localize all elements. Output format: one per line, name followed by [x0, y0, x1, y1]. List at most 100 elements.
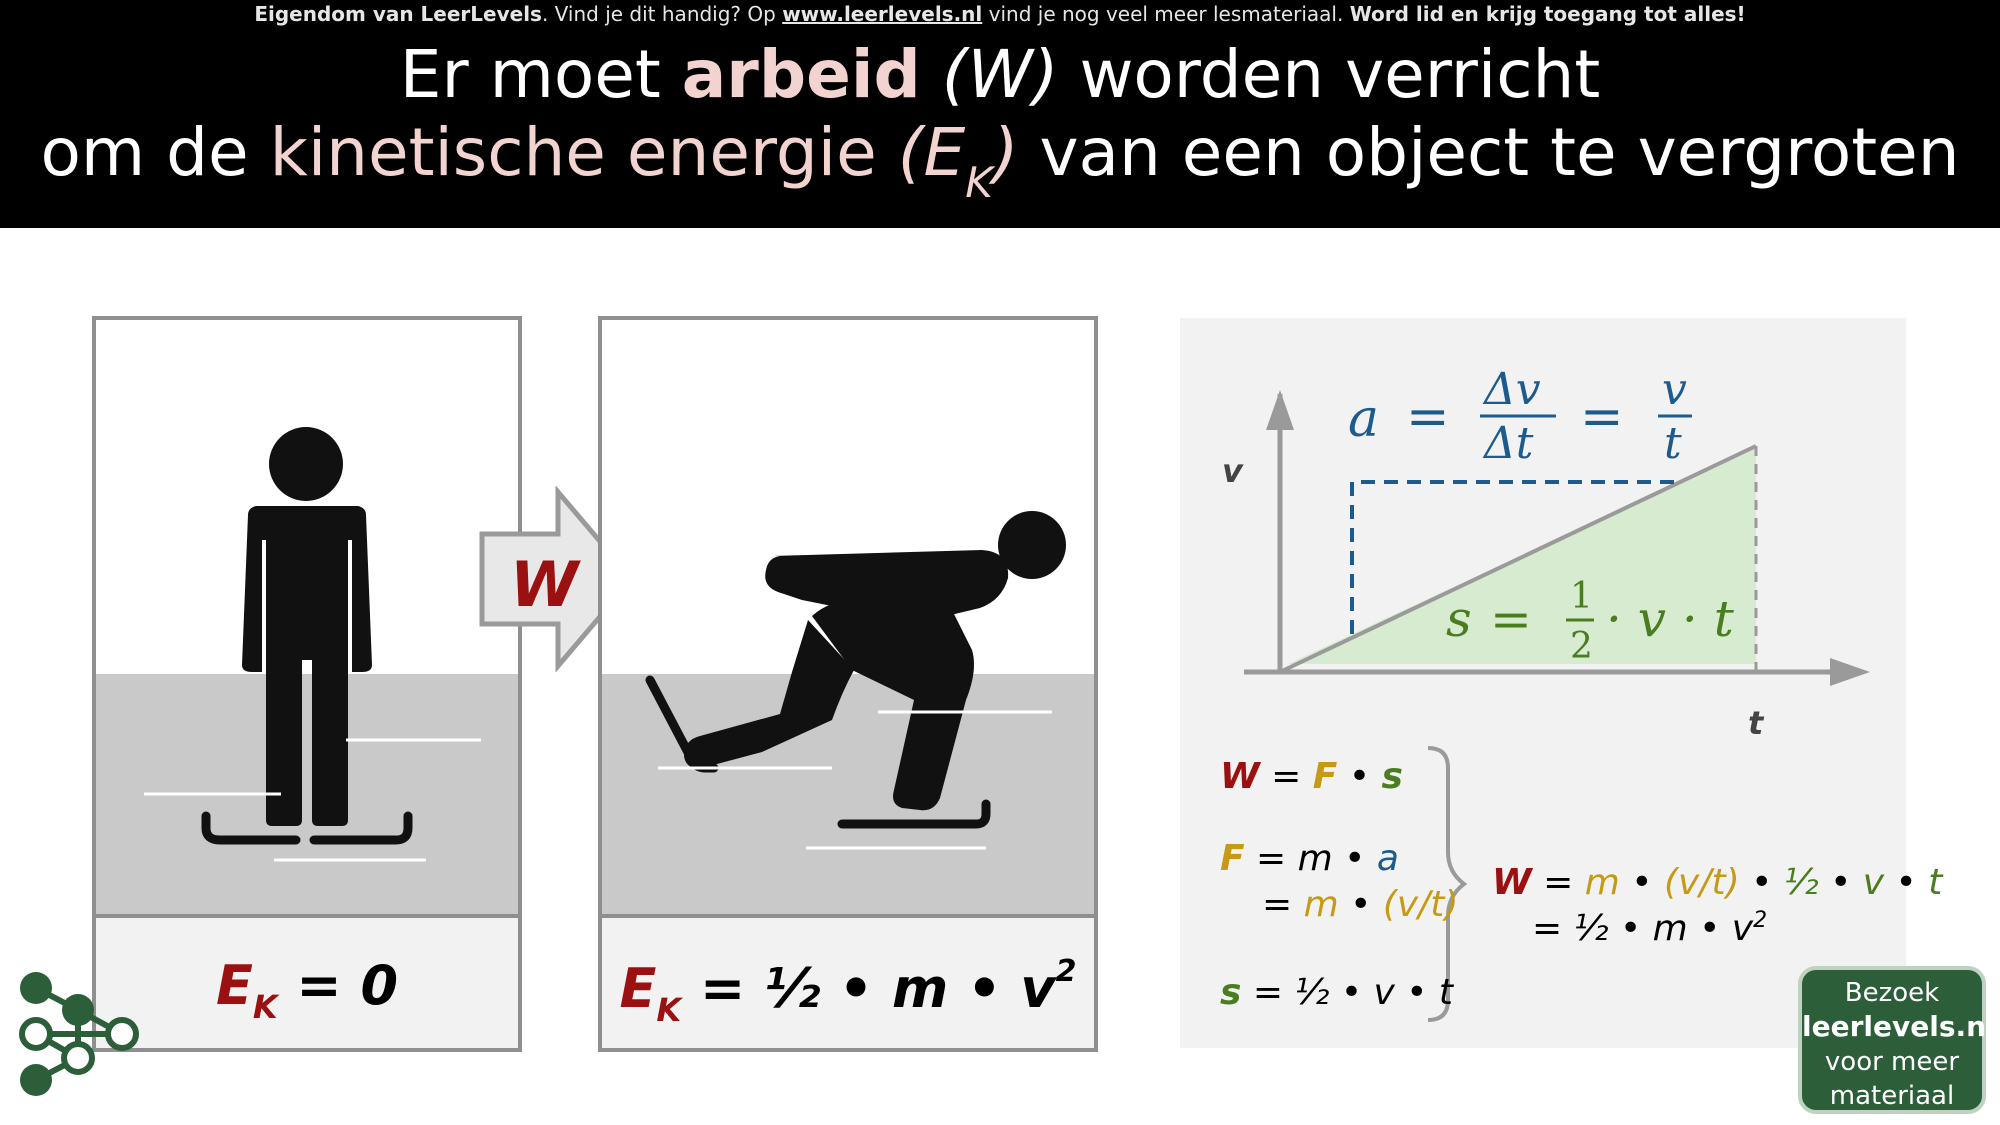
sym-vt: (v/t) [1663, 862, 1740, 903]
brace [1427, 746, 1468, 1022]
work-result-simplified: = ½ • m • v2 [1532, 908, 1767, 949]
x-axis-arrow-icon [1830, 658, 1870, 686]
sym-a: a [1376, 838, 1399, 879]
eq: = [1262, 884, 1304, 925]
work-result: W = m • (v/t) • ½ • v • t [1492, 862, 1942, 903]
title-text: worden verricht [1058, 36, 1601, 113]
title-symbol-w: (W) [920, 36, 1059, 113]
ek-sub: K [252, 988, 278, 1026]
sym-t: t [1928, 862, 1943, 903]
visit-leerlevels-button[interactable]: Bezoek leerlevels.nl voor meer materiaal [1798, 966, 1996, 1114]
ek-sub: K [656, 991, 682, 1029]
sym-s: s [1381, 756, 1403, 797]
notice-cta: Word lid en krijg toegang tot alles! [1349, 2, 1746, 26]
sym-f: F [1220, 838, 1245, 879]
notice-mid: . Vind je dit handig? Op [541, 2, 783, 26]
visit-line-4: materiaal [1829, 1081, 1955, 1111]
accel-num: Δv [1482, 364, 1541, 415]
accel-num2: v [1662, 364, 1687, 415]
area-den: 2 [1570, 626, 1593, 667]
sym-m: m [1303, 884, 1339, 925]
dot: • [1818, 862, 1863, 903]
notice-tail: vind je nog veel meer lesmateriaal. [982, 2, 1350, 26]
visit-line-3: voor meer [1824, 1047, 1960, 1077]
ek-symbol: EK [619, 957, 681, 1029]
title-line-1: Er moet arbeid (W) worden verricht [0, 36, 2000, 113]
visit-line-2: leerlevels.nl [1802, 1010, 1996, 1043]
standing-person-icon [144, 427, 481, 862]
force-definition: F = m • a [1220, 838, 1399, 879]
delta-marker [1350, 480, 1680, 634]
sym-open: (E [876, 114, 966, 191]
sym-vt: (v/t) [1382, 884, 1459, 925]
leerlevels-link[interactable]: www.leerlevels.nl [782, 2, 983, 26]
title-text: Er moet [399, 36, 682, 113]
title-symbol-ek: (EK) [876, 114, 1019, 207]
sym-close: ) [992, 114, 1019, 191]
ek-letter: E [215, 954, 253, 1017]
work-arrow-icon [479, 486, 636, 672]
sym-s: s [1220, 972, 1242, 1013]
ice-surface [602, 674, 1094, 914]
sym-v: v [1862, 862, 1885, 903]
ek-zero-formula: EK = 0 [96, 954, 518, 1026]
work-definition: W = F • s [1220, 756, 1403, 797]
area-num: 1 [1570, 576, 1593, 617]
accel-eq: = [1406, 387, 1450, 447]
panel-skating: EK = ½ • m • v2 [598, 316, 1098, 1052]
title-keyword-arbeid: arbeid [681, 36, 921, 113]
dot: • [1337, 756, 1382, 797]
result-text: = ½ • m • v [1532, 908, 1754, 949]
ek-exponent: 2 [1055, 954, 1077, 989]
ek-value: = ½ • m • v [681, 957, 1056, 1020]
accel-lhs: a [1348, 389, 1379, 449]
sym-sub: K [965, 158, 993, 207]
acceleration-formula: a = Δv Δt = v t [1348, 364, 1692, 469]
velocity-line [1279, 444, 1757, 674]
eq: = [1531, 862, 1585, 903]
ownership-notice: Eigendom van LeerLevels. Vind je dit han… [0, 2, 2000, 26]
ek-kinetic-formula: EK = ½ • m • v2 [602, 954, 1094, 1029]
panel-standing-caption: EK = 0 [96, 914, 518, 1048]
notice-brand: Eigendom van LeerLevels [254, 2, 542, 26]
derivation-box: v t a = Δv Δt = v t s = 1 2 · v · t W = … [1180, 318, 1942, 1048]
ek-symbol: EK [215, 954, 278, 1026]
result-exponent: 2 [1753, 908, 1768, 933]
distance-formula: s = 1 2 · v · t [1446, 576, 1735, 667]
accel-den: Δt [1482, 418, 1534, 469]
work-arrow-label: W [510, 548, 579, 621]
eq: = [1259, 756, 1313, 797]
speed-skater-icon [645, 511, 1066, 850]
ek-value: = 0 [277, 954, 399, 1017]
title-line-2: om de kinetische energie (EK) van een ob… [0, 114, 2000, 207]
area-rhs: · v · t [1606, 590, 1735, 648]
force-substitution: = m • (v/t) [1262, 884, 1458, 925]
title-keyword-kinetische-energie: kinetische energie [269, 114, 877, 191]
sym-w: W [1220, 756, 1260, 797]
x-axis-label: t [1748, 704, 1765, 742]
sym-half: ½ [1783, 862, 1819, 903]
area-eq: = [1490, 590, 1532, 648]
sym-f: F [1312, 756, 1338, 797]
panel-skating-caption: EK = ½ • m • v2 [602, 914, 1094, 1048]
ek-letter: E [619, 957, 657, 1020]
panel-standing: EK = 0 [92, 316, 522, 1052]
area-lhs: s [1446, 590, 1472, 648]
sym-w: W [1492, 862, 1532, 903]
eq: = ½ • v • t [1241, 972, 1454, 1013]
dot: • [1739, 862, 1784, 903]
dot: • [1619, 862, 1664, 903]
leerlevels-logo-icon [19, 972, 139, 1096]
accel-den2: t [1664, 418, 1682, 469]
accel-eq2: = [1580, 387, 1624, 447]
header: Eigendom van LeerLevels. Vind je dit han… [0, 0, 2000, 228]
title-text: om de [40, 114, 270, 191]
title-text: van een object te vergroten [1018, 114, 1960, 191]
velocity-time-graph: v t a = Δv Δt = v t s = 1 2 · v · t [1222, 364, 1870, 1022]
y-axis-label: v [1222, 452, 1244, 490]
eq: = m • [1244, 838, 1377, 879]
visit-line-1: Bezoek [1844, 978, 1940, 1008]
sym-m: m [1584, 862, 1620, 903]
y-axis-arrow-icon [1266, 390, 1294, 430]
dot: • [1338, 884, 1383, 925]
